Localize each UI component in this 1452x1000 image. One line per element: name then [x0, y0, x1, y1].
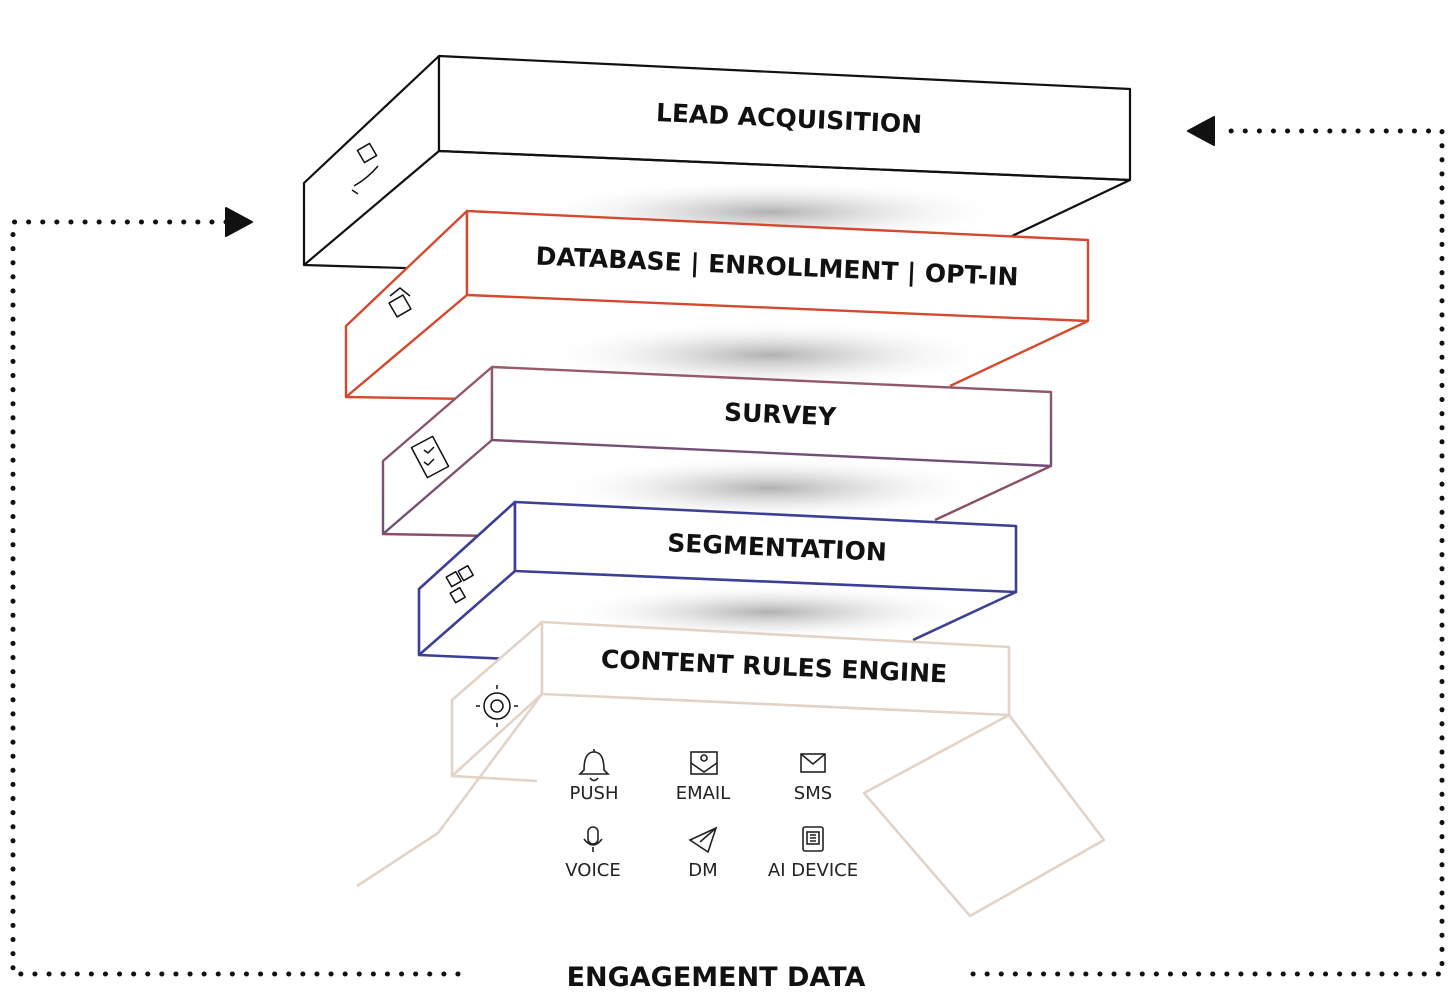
microphone-icon: [583, 826, 603, 852]
layer-title-survey: SURVEY: [723, 398, 837, 432]
shadow-segmentation: [560, 584, 980, 640]
hand-holding-box-icon: [351, 142, 379, 195]
channel-label-push: PUSH: [570, 783, 619, 804]
feedback-loop: [10, 128, 1445, 977]
shadow-database: [540, 321, 1000, 389]
channel-email: EMAIL: [676, 751, 731, 804]
layer-survey: [381, 365, 1053, 538]
arrowhead-left-icon: [225, 207, 253, 237]
checklist-box-icon: [410, 435, 450, 479]
layer-content-rules-engine: [356, 620, 1106, 918]
smart-device-icon: [802, 826, 824, 852]
channel-sms: SMS: [794, 753, 832, 804]
channel-label-ai-device: AI DEVICE: [768, 860, 858, 881]
channel-label-voice: VOICE: [565, 860, 620, 881]
channel-label-email: EMAIL: [676, 783, 731, 804]
bell-icon: [578, 749, 610, 782]
channel-ai-device: AI DEVICE: [768, 826, 858, 881]
stacked-boxes-icon: [445, 564, 474, 604]
arrowhead-right-icon: [1187, 116, 1215, 146]
gear-box-icon: [476, 685, 518, 727]
paper-plane-icon: [688, 826, 718, 854]
channel-label-sms: SMS: [794, 783, 832, 804]
open-box-icon: [388, 287, 412, 318]
layer-database: [344, 209, 1090, 401]
layer-segmentation: [417, 500, 1018, 661]
channel-label-dm: DM: [688, 860, 717, 881]
loop-right-path: [970, 128, 1445, 977]
layer-lead-acquisition: [302, 54, 1132, 272]
envelope-icon: [800, 753, 826, 773]
channel-voice: VOICE: [565, 826, 621, 881]
engagement-data-label: ENGAGEMENT DATA: [567, 962, 866, 993]
envelope-at-icon: [690, 751, 718, 775]
channel-push: PUSH: [570, 749, 619, 804]
shadow-survey: [550, 456, 990, 520]
channel-dm: DM: [688, 826, 718, 881]
